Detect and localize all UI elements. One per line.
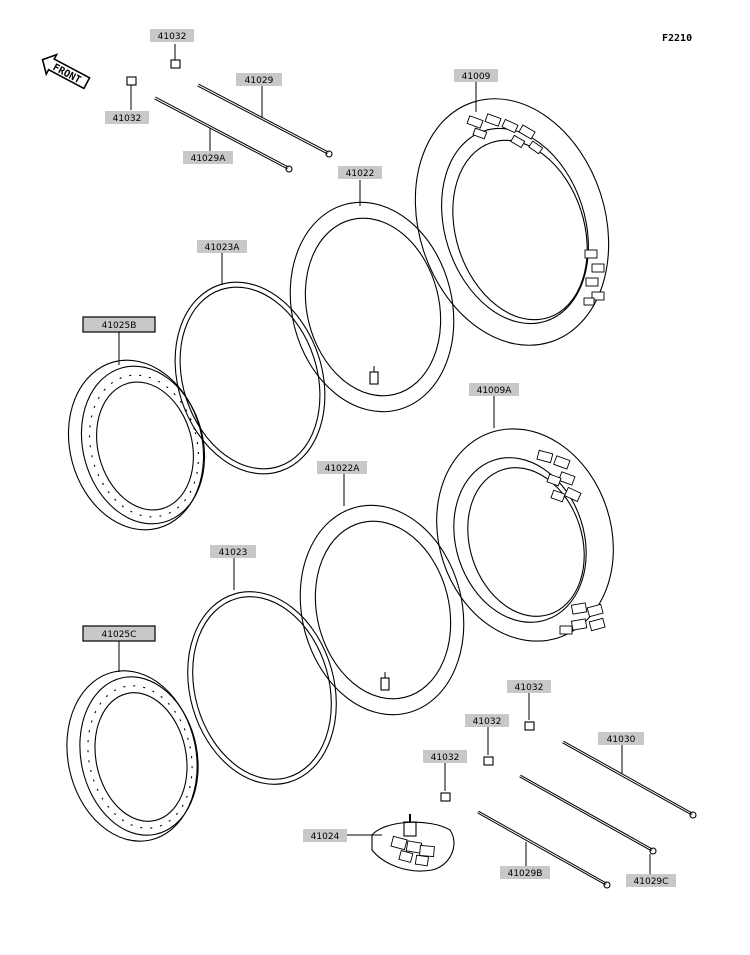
tube-41022-icon [289,201,455,413]
spoke-41029a-icon [154,96,293,173]
figure-code: F2210 [662,33,692,44]
label-41032-e: 41032 [423,750,467,763]
label-41023: 41023 [210,545,256,558]
rim-41025b-icon [67,359,206,531]
label-41009: 41009 [454,69,498,82]
bolt-41032-left-icon [126,76,137,96]
bolt-41032-top-icon [170,54,181,69]
label-41029c: 41029C [626,874,676,887]
spoke-41030-icon [562,740,697,819]
svg-text:41032: 41032 [113,114,142,124]
label-41024: 41024 [303,829,347,842]
rim-band-41023a-icon [174,281,326,475]
label-41032-b: 41032 [105,111,149,124]
svg-text:41029C: 41029C [634,877,669,887]
svg-text:41022A: 41022A [325,464,361,474]
rim-41025c-icon [66,670,199,842]
bolt-41032-e-icon [440,792,451,802]
svg-text:41029: 41029 [245,76,274,86]
bolt-41032-d-icon [483,756,494,766]
svg-text:41023A: 41023A [205,243,241,253]
label-41009a: 41009A [469,383,519,396]
svg-text:41009A: 41009A [477,386,513,396]
svg-text:41032: 41032 [473,717,502,727]
label-41030: 41030 [598,732,644,745]
bolt-41032-c-icon [524,721,535,731]
label-41032-c: 41032 [507,680,551,693]
spoke-41029-icon [197,83,333,158]
tire-41009-icon [414,98,610,346]
svg-text:41022: 41022 [346,169,375,179]
label-41032-d: 41032 [465,714,509,727]
label-41025b: 41025B [82,316,156,333]
rim-band-41023-icon [187,591,337,785]
label-41029a: 41029A [183,151,233,164]
label-41023a: 41023A [197,240,247,253]
label-41022a: 41022A [317,461,367,474]
front-arrow-icon: FRONT [41,53,91,90]
svg-text:41023: 41023 [219,548,248,558]
tire-41009a-icon [436,428,614,642]
label-41022: 41022 [338,166,382,179]
svg-text:41024: 41024 [311,832,340,842]
svg-text:41029B: 41029B [508,869,543,879]
label-41029b: 41029B [500,866,550,879]
svg-text:41032: 41032 [431,753,460,763]
svg-text:41029A: 41029A [191,154,227,164]
spoke-41029b-icon [477,810,611,889]
svg-text:41032: 41032 [515,683,544,693]
label-41032-a: 41032 [150,29,194,42]
spoke-41029c-icon [519,774,657,855]
label-41029: 41029 [236,73,282,86]
svg-text:41025B: 41025B [102,321,137,331]
svg-text:41030: 41030 [607,735,636,745]
svg-text:41009: 41009 [462,72,491,82]
rim-lock-41024-icon [371,814,455,872]
label-41025c: 41025C [82,625,156,642]
tube-41022a-icon [299,504,465,716]
svg-text:41025C: 41025C [102,630,137,640]
svg-text:41032: 41032 [158,32,187,42]
